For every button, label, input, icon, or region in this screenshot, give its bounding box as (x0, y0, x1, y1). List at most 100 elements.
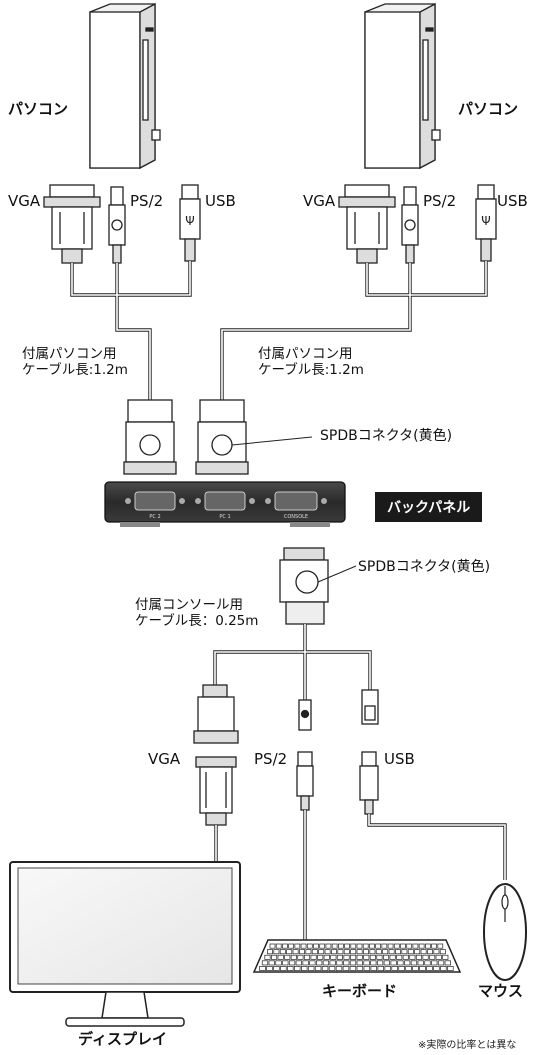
keyboard-key (273, 966, 280, 971)
pc-label-right: パソコン (458, 100, 519, 118)
keyboard-key (356, 966, 364, 971)
keyboard-key (429, 954, 436, 960)
keyboard-key (381, 943, 388, 949)
pc-tower-right (364, 2, 441, 170)
keyboard-key (311, 949, 318, 955)
keyboard (252, 939, 462, 973)
keyboard-key (384, 966, 391, 971)
keyboard-key (417, 960, 424, 966)
keyboard-key (344, 943, 350, 949)
usb-connector-console (361, 689, 379, 725)
keyboard-key (362, 943, 369, 949)
keyboard-key (303, 954, 311, 960)
spdb-connector-pc1 (195, 399, 249, 475)
keyboard-key (377, 966, 384, 971)
keyboard-key (290, 954, 297, 960)
keyboard-key (369, 954, 376, 960)
keyboard-key (383, 960, 391, 966)
keyboard-key (261, 960, 269, 966)
keyboard-key (433, 966, 440, 971)
keyboard-key (370, 960, 377, 966)
keyboard-key (259, 966, 266, 971)
spdb-connector-pc2 (123, 399, 177, 475)
keyboard-key (287, 966, 294, 971)
keyboard-key (337, 949, 344, 955)
keyboard-key (395, 949, 401, 955)
keyboard-key (391, 966, 398, 971)
spdb-label-bottom: SPDBコネクタ(黄色) (358, 559, 491, 575)
keyboard-key (336, 954, 343, 960)
keyboard-key (266, 966, 273, 971)
keyboard-key (402, 954, 409, 960)
keyboard-key (406, 943, 413, 949)
ps2-label-left: PS/2 (130, 192, 164, 210)
keyboard-key (305, 949, 312, 955)
keyboard-key (280, 966, 287, 971)
usb-label-right: USB (497, 192, 528, 210)
keyboard-key (282, 960, 289, 966)
keyboard-key (282, 943, 288, 949)
peripheral-cables (214, 810, 507, 940)
keyboard-key (299, 949, 305, 955)
keyboard-key (433, 949, 440, 955)
keyboard-key (335, 966, 343, 971)
keyboard-key (349, 960, 357, 966)
keyboard-key (343, 960, 350, 966)
keyboard-key (310, 954, 317, 960)
keyboard-key (400, 943, 406, 949)
port-pc2 (125, 491, 185, 511)
keyboard-key (412, 966, 419, 971)
console-cable-label: 付属コンソール用 ケーブル長：0.25m (135, 597, 259, 629)
keyboard-key (422, 954, 429, 960)
keyboard-key (275, 960, 282, 966)
monitor (9, 861, 241, 1027)
keyboard-key (407, 949, 414, 955)
ps2-connector-console (298, 699, 312, 731)
ps2-connector-left (108, 186, 126, 264)
svg-text:Ψ: Ψ (185, 214, 194, 228)
keyboard-key (322, 960, 330, 966)
keyboard-key (414, 949, 421, 955)
keyboard-key (350, 943, 357, 949)
keyboard-key (388, 949, 395, 955)
keyboard-key (363, 966, 371, 971)
keyboard-key (376, 954, 383, 960)
keyboard-key (356, 960, 363, 966)
keyboard-key (397, 960, 404, 966)
keyboard-key (294, 943, 301, 949)
keyboard-key (424, 960, 431, 966)
back-panel-tag: バックパネル (375, 492, 483, 522)
keyboard-key (288, 943, 295, 949)
keyboard-key (343, 954, 350, 960)
usb-connector-mouse (359, 751, 379, 815)
keyboard-key (336, 960, 343, 966)
keyboard-key (342, 966, 350, 971)
keyboard-key (393, 943, 400, 949)
keyboard-key (401, 949, 408, 955)
keyboard-key (314, 966, 322, 971)
vga-connector-right (338, 184, 396, 264)
keyboard-key (331, 943, 338, 949)
keyboard-key (271, 954, 278, 960)
keyboard-key (338, 943, 344, 949)
vga-connector-console (193, 684, 239, 744)
keyboard-key (279, 949, 286, 955)
keyboard-key (300, 966, 308, 971)
keyboard-key (409, 954, 416, 960)
spdb-top-leader (231, 436, 313, 446)
svg-text:Ψ: Ψ (481, 214, 490, 228)
keyboard-key (350, 954, 357, 960)
keyboard-key (369, 949, 376, 955)
port-label-pc1: PC 1 (219, 514, 230, 520)
keyboard-key (330, 954, 337, 960)
keyboard-key (387, 943, 394, 949)
vga-connector-left (43, 184, 101, 264)
keyboard-key (331, 949, 337, 955)
keyboard-key (437, 943, 444, 949)
usb-label-bottom: USB (384, 750, 415, 768)
keyboard-label: キーボード (322, 982, 398, 1000)
keyboard-key (435, 954, 442, 960)
keyboard-key (284, 954, 291, 960)
port-pc1 (195, 491, 255, 511)
keyboard-key (324, 949, 331, 955)
